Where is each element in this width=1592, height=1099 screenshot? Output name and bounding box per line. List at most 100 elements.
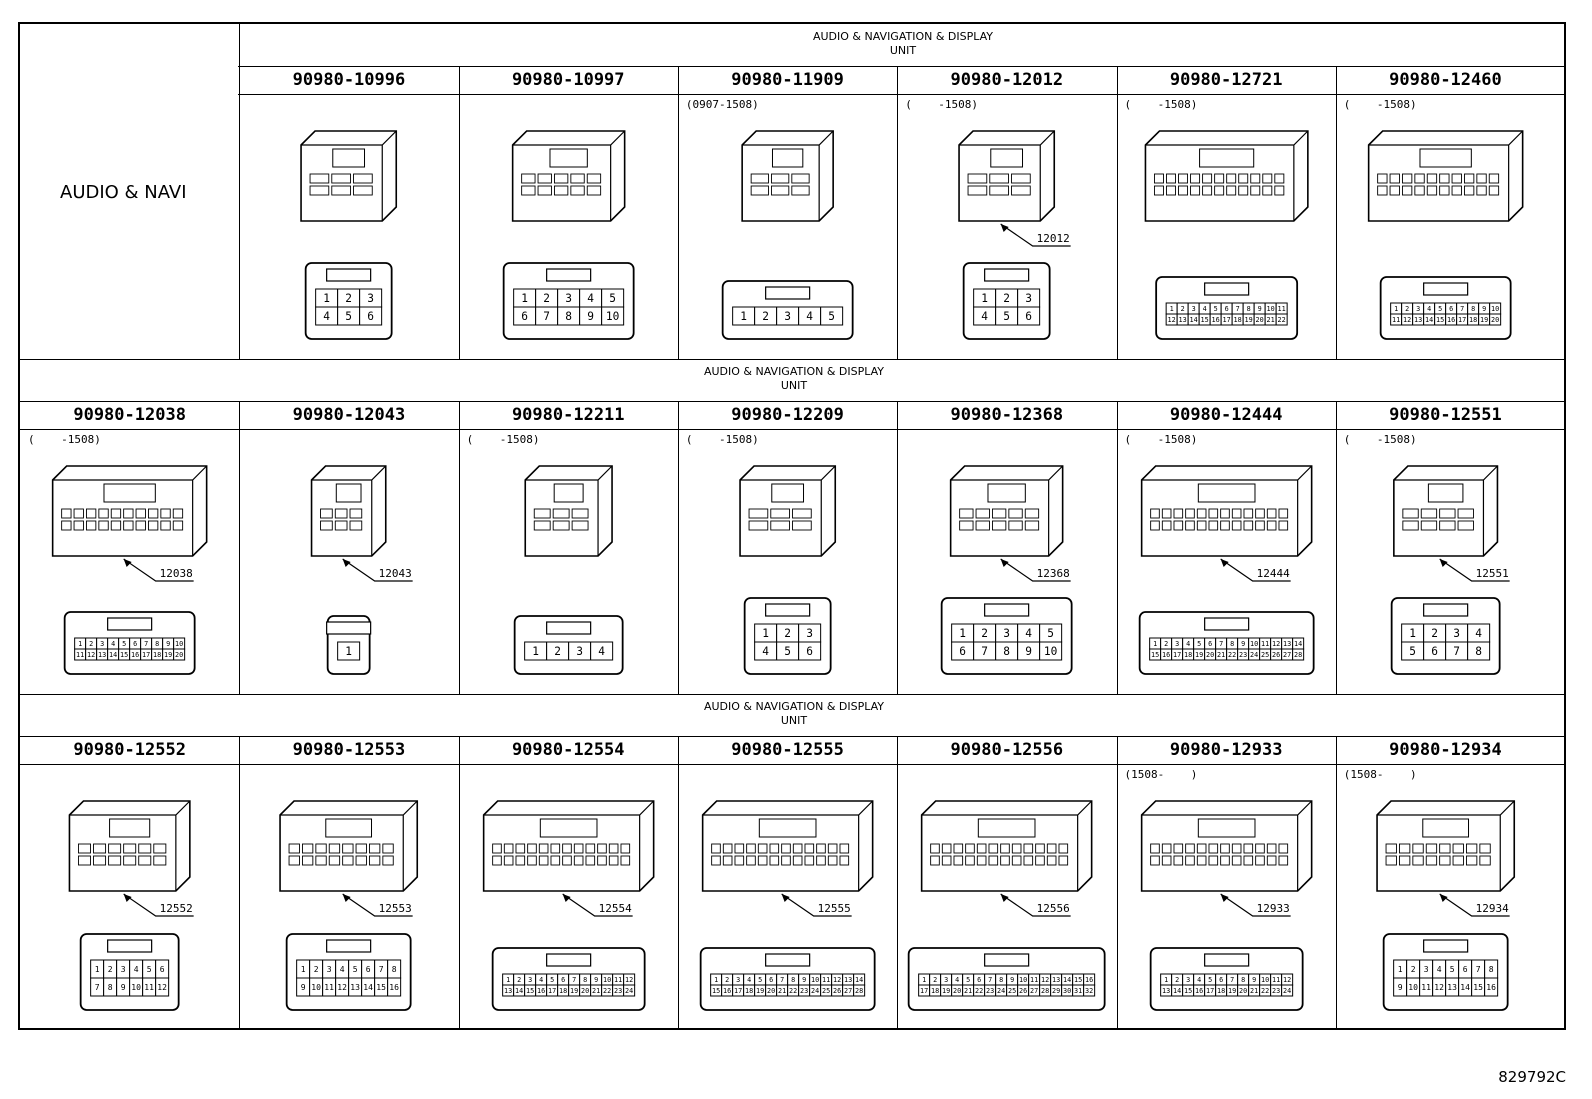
connector-body-sketch	[1140, 800, 1312, 892]
pin-number: 3	[1186, 976, 1190, 984]
grid-line	[677, 736, 679, 1030]
callout-leader: 12553	[342, 893, 413, 917]
pin-number: 4	[806, 310, 813, 323]
pin-number: 11	[1421, 983, 1431, 992]
pin-number: 10	[175, 640, 183, 648]
pin-number: 8	[392, 965, 397, 974]
pin-number: 8	[583, 976, 587, 984]
connector-body-sketch	[300, 130, 398, 222]
pin-number: 7	[1453, 645, 1460, 658]
pin-number: 15	[712, 987, 720, 995]
pin-number: 13	[504, 987, 512, 995]
pin-number: 6	[1224, 305, 1228, 313]
pin-number: 5	[147, 965, 152, 974]
pin-number: 21	[964, 987, 972, 995]
date-range: (1508- )	[1124, 768, 1198, 781]
pin-number: 2	[543, 292, 550, 305]
pin-number: 1	[1153, 640, 1157, 648]
pin-number: 9	[301, 983, 306, 992]
part-number: 90980-12012	[950, 70, 1064, 90]
pin-number: 8	[1246, 305, 1250, 313]
pin-number: 7	[1476, 965, 1481, 974]
callout-label: 12556	[1037, 902, 1070, 915]
pin-number: 5	[1450, 965, 1455, 974]
pin-number: 12	[1041, 976, 1049, 984]
callout-leader: 12552	[123, 893, 194, 917]
pin-number: 9	[594, 976, 598, 984]
pin-number: 2	[1175, 976, 1179, 984]
pin-number: 2	[1164, 640, 1168, 648]
pin-cell	[387, 977, 402, 997]
pin-number: 19	[942, 987, 950, 995]
pin-number: 11	[1272, 976, 1280, 984]
pin-number: 6	[366, 965, 371, 974]
pin-number: 14	[1460, 983, 1470, 992]
pin-number: 12	[157, 983, 167, 992]
pin-number: 8	[1471, 305, 1475, 313]
section-2-header-line2: UNIT	[780, 379, 808, 392]
pin-number: 12	[1283, 976, 1291, 984]
section-2-header-line1: AUDIO & NAVIGATION & DISPLAY	[703, 365, 885, 378]
part-number: 90980-12368	[950, 405, 1064, 425]
connector-body-sketch	[958, 130, 1056, 222]
pin-number: 8	[1475, 645, 1482, 658]
callout-leader: 12012	[1000, 223, 1071, 247]
pin-number: 4	[134, 965, 139, 974]
pin-number: 8	[108, 983, 113, 992]
grid-line	[897, 66, 899, 359]
pin-number: 19	[1195, 651, 1203, 659]
pin-cell	[622, 984, 635, 997]
pin-number: 5	[1003, 310, 1010, 323]
pin-number: 12	[1167, 316, 1175, 324]
pin-number: 2	[933, 976, 937, 984]
pin-cell	[155, 977, 170, 997]
pin-number: 3	[736, 976, 740, 984]
callout-label: 12552	[160, 902, 193, 915]
connector-body-sketch	[1144, 130, 1309, 222]
pin-number: 8	[565, 310, 572, 323]
pin-number: 20	[953, 987, 961, 995]
pin-number: 5	[122, 640, 126, 648]
grid-line	[239, 401, 241, 694]
date-range: ( -1508)	[1343, 98, 1417, 111]
pin-number: 1	[1169, 305, 1173, 313]
pin-number: 7	[1235, 305, 1239, 313]
part-number: 90980-12551	[1389, 405, 1502, 425]
pin-number: 6	[959, 645, 966, 658]
pin-number: 19	[164, 651, 172, 659]
pin-number: 9	[121, 983, 126, 992]
callout-label: 12554	[598, 902, 631, 915]
connector-body-sketch	[279, 800, 419, 892]
pin-number: 11	[822, 976, 830, 984]
pin-number: 20	[1491, 316, 1499, 324]
pin-number: 14	[109, 651, 117, 659]
pin-cell	[600, 306, 624, 326]
pin-number: 15	[1436, 316, 1444, 324]
pin-cell	[1483, 977, 1498, 997]
pin-number: 11	[144, 983, 154, 992]
pin-number: 22	[975, 987, 983, 995]
pin-number: 24	[997, 987, 1005, 995]
pin-cell	[853, 984, 866, 997]
pin-number: 18	[1184, 651, 1192, 659]
date-range: (0907-1508)	[685, 98, 759, 111]
pin-number: 5	[1197, 640, 1201, 648]
pin-number: 3	[944, 976, 948, 984]
date-range: ( -1508)	[28, 433, 101, 446]
pin-number: 14	[1063, 976, 1071, 984]
pin-number: 4	[1186, 640, 1190, 648]
pin-number: 13	[1447, 983, 1457, 992]
